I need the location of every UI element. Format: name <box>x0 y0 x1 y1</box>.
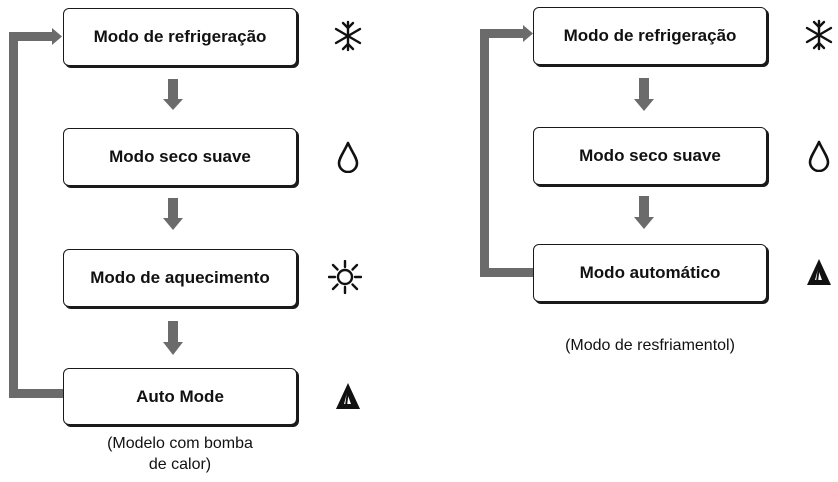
mode-label: Modo de aquecimento <box>90 268 270 287</box>
snowflake-icon <box>805 19 833 51</box>
loop-back-arrow <box>9 28 63 398</box>
water-drop-icon <box>337 141 359 173</box>
mode-label: Modo automático <box>579 263 721 282</box>
down-arrow <box>163 79 183 110</box>
water-drop-icon <box>808 140 830 172</box>
mode-label: Modo seco suave <box>579 146 721 165</box>
mode-label: Modo seco suave <box>109 147 251 166</box>
down-arrow <box>163 321 183 355</box>
down-arrow <box>634 196 654 229</box>
panel-caption: (Modelo com bomba de calor) <box>107 435 253 473</box>
sun-icon <box>328 260 362 294</box>
loop-back-arrow <box>480 25 534 277</box>
panel-caption: (Modo de resfriamentol) <box>565 337 735 354</box>
mode-box-heating: Modo de aquecimento <box>63 249 297 307</box>
mode-box-dry: Modo seco suave <box>63 128 297 186</box>
auto-mode-icon <box>807 259 831 285</box>
mode-label: Modo de refrigeração <box>93 27 267 46</box>
down-arrow <box>634 78 654 111</box>
mode-box-dry: Modo seco suave <box>533 127 767 185</box>
auto-mode-icon <box>336 383 360 409</box>
mode-box-auto: Auto Mode <box>63 368 297 425</box>
snowflake-icon <box>334 20 362 52</box>
mode-box-cooling: Modo de refrigeração <box>533 7 767 65</box>
mode-label: Modo de refrigeração <box>563 26 737 45</box>
down-arrow <box>163 198 183 230</box>
mode-label: Auto Mode <box>136 386 224 406</box>
mode-box-auto: Modo automático <box>533 244 767 302</box>
mode-box-cooling: Modo de refrigeração <box>63 8 297 66</box>
